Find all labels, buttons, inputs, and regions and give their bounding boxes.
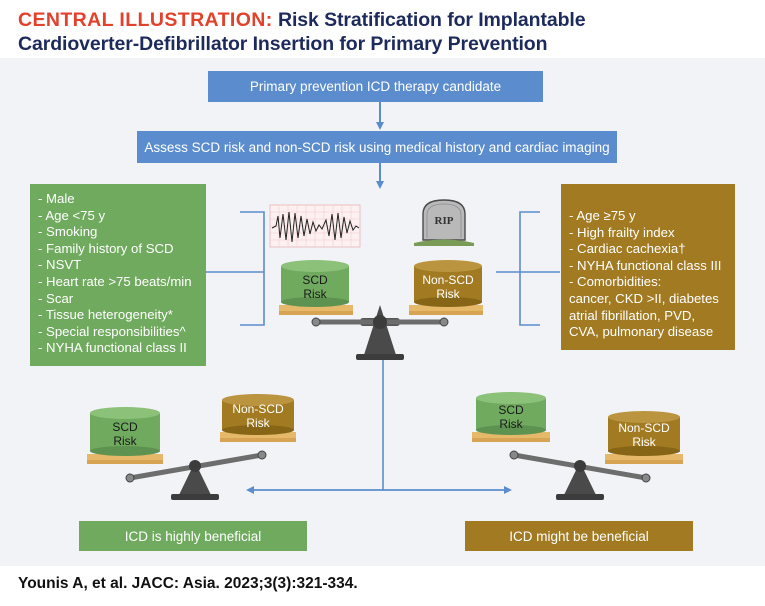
right-tipped-scale [472,392,683,500]
non-scd-factor: - Cardiac cachexia† [569,241,686,257]
left-tipped-scale [87,394,296,500]
left-scd-label-1: SCD [112,420,138,434]
right-scd-label-1: SCD [498,403,524,417]
footer: Younis A, et al. JACC: Asia. 2023;3(3):3… [0,566,765,606]
title-line-2: Cardioverter-Defibrillator Insertion for… [18,33,548,55]
central-balance-scale [279,260,483,360]
citation: Younis A, et al. JACC: Asia. 2023;3(3):3… [18,575,358,592]
central-nonscd-label-1: Non-SCD [422,273,474,287]
scd-factor: - Smoking [38,224,98,240]
scd-factor: - Special responsibilities^ [38,323,186,339]
non-scd-factor: atrial fibrillation, PVD, [569,307,696,323]
scd-risk-factors-box: - Male - Age <75 y - Smoking - Family hi… [30,184,206,366]
title-text-1: Risk Stratification for Implantable [277,9,586,31]
non-scd-risk-factors-box: - Age ≥75 y - High frailty index - Cardi… [561,184,735,350]
scd-factor: - Tissue heterogeneity* [38,307,173,323]
non-scd-factor: - High frailty index [569,224,675,240]
ecg-strip-icon [269,204,361,248]
left-nonscd-label-1: Non-SCD [232,402,284,416]
outcome-highly-beneficial: ICD is highly beneficial [79,521,307,551]
scd-factor: - Family history of SCD [38,240,174,256]
right-nonscd-label-1: Non-SCD [618,421,670,435]
tombstone-icon: RIP [414,199,474,246]
scd-factor: - Male [38,191,75,206]
scd-factor: - Age <75 y [38,207,106,223]
right-scd-label-2: Risk [499,417,523,431]
tombstone-label: RIP [435,215,454,227]
title-line-1: CENTRAL ILLUSTRATION: Risk Stratificatio… [18,9,586,32]
candidate-box: Primary prevention ICD therapy candidate [208,71,543,102]
non-scd-factor: CVA, pulmonary disease [569,324,714,340]
right-nonscd-label-2: Risk [632,435,656,449]
non-scd-factor: - Comorbidities: [569,274,662,290]
central-nonscd-label-2: Risk [436,287,460,301]
scd-factor: - Heart rate >75 beats/min [38,273,192,289]
non-scd-factor: - NYHA functional class III [569,257,722,273]
outcome-might-be-beneficial: ICD might be beneficial [465,521,693,551]
non-scd-factor: cancer, CKD >II, diabetes [569,290,719,306]
left-scd-label-2: Risk [113,434,137,448]
scd-factor: - NYHA functional class II [38,340,187,356]
scd-factor: - Scar [38,290,74,306]
title-prefix: CENTRAL ILLUSTRATION: [18,9,273,31]
header: CENTRAL ILLUSTRATION: Risk Stratificatio… [0,0,765,58]
non-scd-factor: - Age ≥75 y [569,208,636,223]
assess-box: Assess SCD risk and non-SCD risk using m… [137,131,617,163]
bracket-nonscd-list [519,211,540,326]
bracket-scd-list [240,211,265,326]
central-scd-label-1: SCD [302,273,328,287]
scd-factor: - NSVT [38,257,82,273]
left-nonscd-label-2: Risk [246,416,270,430]
central-scd-label-2: Risk [303,287,327,301]
